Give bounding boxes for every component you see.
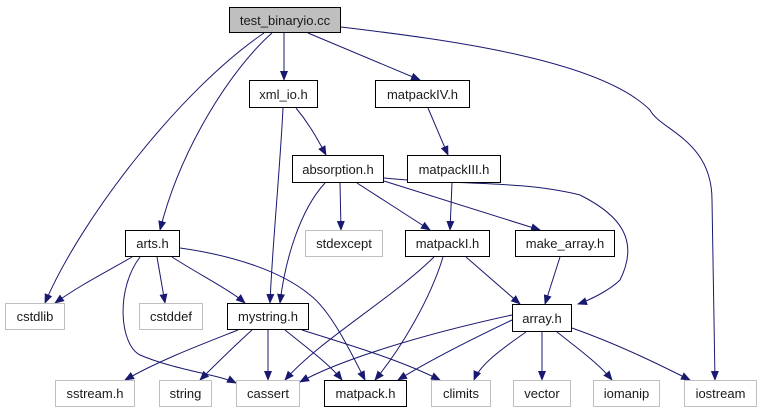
node-test-binaryio[interactable]: test_binaryio.cc	[229, 7, 341, 33]
node-matpackIV[interactable]: matpackIV.h	[375, 80, 470, 108]
edge-array-to-iomanip	[556, 331, 613, 381]
node-xml-io[interactable]: xml_io.h	[249, 80, 318, 108]
node-arts[interactable]: arts.h	[125, 230, 180, 257]
edge-absorption-to-stdexcept	[336, 182, 345, 231]
node-matpackI[interactable]: matpackI.h	[405, 230, 490, 257]
edge-matpackI-to-array	[465, 256, 521, 305]
node-label: stdexcept	[316, 236, 372, 251]
edge-array-to-matpack	[397, 319, 513, 381]
edge-matpackI-to-matpack	[374, 256, 444, 381]
edge-array-to-cassert	[299, 314, 513, 383]
node-label: absorption.h	[302, 161, 374, 177]
node-climits: climits	[431, 380, 491, 407]
node-array[interactable]: array.h	[512, 304, 572, 332]
node-matpackIII[interactable]: matpackIII.h	[407, 155, 501, 183]
node-label: arts.h	[136, 236, 169, 251]
node-cstdlib: cstdlib	[5, 303, 65, 330]
node-label: cstddef	[150, 309, 192, 324]
edge-make_array-to-array	[543, 256, 561, 305]
node-make-array[interactable]: make_array.h	[515, 230, 615, 257]
node-label: iomanip	[603, 386, 650, 401]
edge-arts-to-cstddef	[156, 256, 168, 304]
edge-matpackIII-to-matpackI	[446, 182, 455, 231]
edge-xml_io-to-absorption	[295, 107, 327, 156]
edge-arts-to-cstdlib	[54, 256, 133, 304]
node-matpack[interactable]: matpack.h	[324, 380, 407, 407]
edge-mystring-to-matpack	[284, 329, 343, 381]
edge-matpackI-to-cassert	[284, 256, 435, 381]
node-sstream: sstream.h	[55, 380, 135, 407]
edge-xml_io-to-mystring	[266, 107, 284, 304]
edge-arts-to-cassert	[122, 256, 237, 384]
node-label: cassert	[247, 386, 289, 401]
edge-mystring-to-string	[199, 329, 253, 381]
node-cassert: cassert	[236, 380, 300, 407]
edge-test_binaryio-to-cstdlib	[44, 32, 265, 304]
node-cstddef: cstddef	[139, 303, 203, 330]
node-label: matpackIII.h	[418, 161, 490, 177]
node-label: iostream	[695, 386, 746, 401]
edge-matpackIV-to-matpackIII	[427, 107, 449, 156]
node-label: climits	[442, 386, 480, 401]
node-label: matpackIV.h	[386, 86, 459, 102]
node-label: make_array.h	[525, 236, 605, 251]
node-absorption[interactable]: absorption.h	[292, 155, 384, 183]
node-label: vector	[524, 386, 560, 401]
edge-arts-to-mystring	[171, 256, 246, 304]
edge-test_binaryio-to-arts	[158, 32, 273, 231]
node-mystring[interactable]: mystring.h	[227, 303, 309, 330]
node-label: mystring.h	[238, 309, 298, 324]
node-label: string	[169, 386, 202, 401]
node-label: xml_io.h	[259, 86, 308, 102]
edge-mystring-to-climits	[301, 329, 441, 381]
edge-absorption-to-mystring	[277, 182, 326, 304]
edge-mystring-to-sstream	[124, 329, 239, 381]
node-label: cstdlib	[16, 309, 54, 324]
node-vector: vector	[513, 380, 571, 407]
node-iomanip: iomanip	[593, 380, 660, 407]
node-label: matpackI.h	[415, 236, 480, 251]
node-label: array.h	[522, 310, 562, 326]
edge-test_binaryio-to-matpackIV	[307, 32, 421, 81]
node-stdexcept: stdexcept	[305, 230, 383, 257]
node-label: test_binaryio.cc	[239, 12, 331, 28]
node-label: sstream.h	[66, 386, 124, 401]
edge-array-to-climits	[473, 331, 527, 381]
node-string: string	[159, 380, 212, 407]
edge-arts-to-matpack	[179, 247, 366, 381]
node-label: matpack.h	[335, 386, 396, 401]
edge-test_binaryio-to-iostream	[340, 26, 719, 381]
edge-array-to-iostream	[571, 327, 691, 381]
node-iostream: iostream	[684, 380, 757, 407]
edge-absorption-to-matpackI	[356, 182, 431, 231]
edge-absorption-to-make_array	[383, 180, 541, 232]
